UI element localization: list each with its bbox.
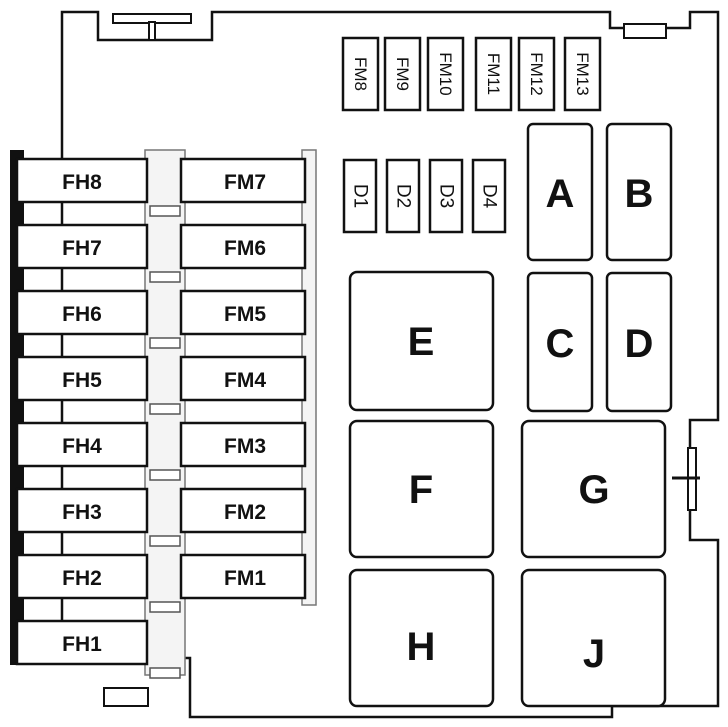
- fuse-fh7-label: FH7: [62, 237, 102, 260]
- fuse-fm1: FM1: [179, 553, 307, 600]
- fuse-fm2: FM2: [179, 487, 307, 534]
- right-peg: [672, 447, 700, 511]
- fuse-fh8-label: FH8: [62, 171, 102, 194]
- fuse-fm3-label: FM3: [224, 435, 266, 458]
- rail-clip: [149, 601, 181, 613]
- relay-A: A: [526, 122, 594, 262]
- fuse-fm6: FM6: [179, 223, 307, 270]
- fuse-fm6-label: FM6: [224, 237, 266, 260]
- relay-E-label: E: [408, 320, 435, 364]
- fuse-fh1-label: FH1: [62, 633, 102, 656]
- relay-J-label: J: [583, 632, 605, 676]
- fuse-fh5-label: FH5: [62, 369, 102, 392]
- fuse-fm12: FM12: [517, 36, 556, 112]
- fuse-fm9-label: FM9: [393, 57, 412, 91]
- relay-A-label: A: [546, 172, 575, 216]
- rail-clip: [149, 271, 181, 283]
- relay-E: E: [348, 270, 495, 412]
- relay-D: D: [605, 271, 673, 413]
- fuse-fh5: FH5: [15, 355, 149, 402]
- relay-F: F: [348, 419, 495, 559]
- diode-d4: D4: [471, 158, 507, 234]
- relay-H-label: H: [407, 625, 436, 669]
- fuse-fh6: FH6: [15, 289, 149, 336]
- fuse-fh3: FH3: [15, 487, 149, 534]
- fuse-fm5: FM5: [179, 289, 307, 336]
- relay-F-label: F: [409, 468, 433, 512]
- relay-J: J: [520, 568, 667, 708]
- fuse-fh2: FH2: [15, 553, 149, 600]
- fuse-fh4: FH4: [15, 421, 149, 468]
- fuse-fm11: FM11: [474, 36, 513, 112]
- top-right-tab: [623, 23, 667, 39]
- rail-clip: [149, 667, 181, 679]
- fuse-fm10: FM10: [426, 36, 465, 112]
- fuse-fm8: FM8: [341, 36, 380, 112]
- fuse-fm7-label: FM7: [224, 171, 266, 194]
- diode-d4-label: D4: [479, 184, 500, 209]
- relay-B: B: [605, 122, 673, 262]
- fuse-fm13: FM13: [563, 36, 602, 112]
- relay-D-label: D: [625, 322, 654, 366]
- diode-d3-label: D3: [436, 184, 457, 208]
- fuse-fh3-label: FH3: [62, 501, 102, 524]
- fuse-fm1-label: FM1: [224, 567, 266, 590]
- fuse-fm8-label: FM8: [351, 57, 370, 91]
- bottom-tab: [103, 687, 149, 707]
- relay-C: C: [526, 271, 594, 413]
- rail-clip: [149, 337, 181, 349]
- relay-G: G: [520, 419, 667, 559]
- fuse-fh6-label: FH6: [62, 303, 102, 326]
- fuse-fm11-label: FM11: [484, 53, 503, 95]
- fuse-fh4-label: FH4: [62, 435, 102, 458]
- fuse-fm10-label: FM10: [436, 52, 455, 95]
- fuse-fm12-label: FM12: [527, 52, 546, 95]
- fuse-fm4-label: FM4: [224, 369, 266, 392]
- fuse-fh7: FH7: [15, 223, 149, 270]
- diode-d2: D2: [385, 158, 421, 234]
- relay-H: H: [348, 568, 495, 708]
- diode-d1-label: D1: [350, 184, 371, 208]
- fuse-fm5-label: FM5: [224, 303, 266, 326]
- relay-B-label: B: [625, 172, 654, 216]
- left-connector-strip: [10, 150, 24, 665]
- fuse-fm4: FM4: [179, 355, 307, 402]
- relay-C-label: C: [546, 322, 575, 366]
- fuse-fh8: FH8: [15, 157, 149, 204]
- diode-d2-label: D2: [393, 184, 414, 208]
- relay-G-label: G: [578, 468, 609, 512]
- rail-clip: [149, 469, 181, 481]
- fuse-fm9: FM9: [383, 36, 422, 112]
- fuse-fm2-label: FM2: [224, 501, 266, 524]
- fuse-fm13-label: FM13: [573, 52, 592, 95]
- fuse-fh2-label: FH2: [62, 567, 102, 590]
- fuse-fh1: FH1: [15, 619, 149, 666]
- diode-d1: D1: [342, 158, 378, 234]
- rail-clip: [149, 403, 181, 415]
- top-latch: [112, 13, 192, 41]
- diode-d3: D3: [428, 158, 464, 234]
- fuse-fm7: FM7: [179, 157, 307, 204]
- fuse-fm3: FM3: [179, 421, 307, 468]
- rail-clip: [149, 535, 181, 547]
- rail-clip: [149, 205, 181, 217]
